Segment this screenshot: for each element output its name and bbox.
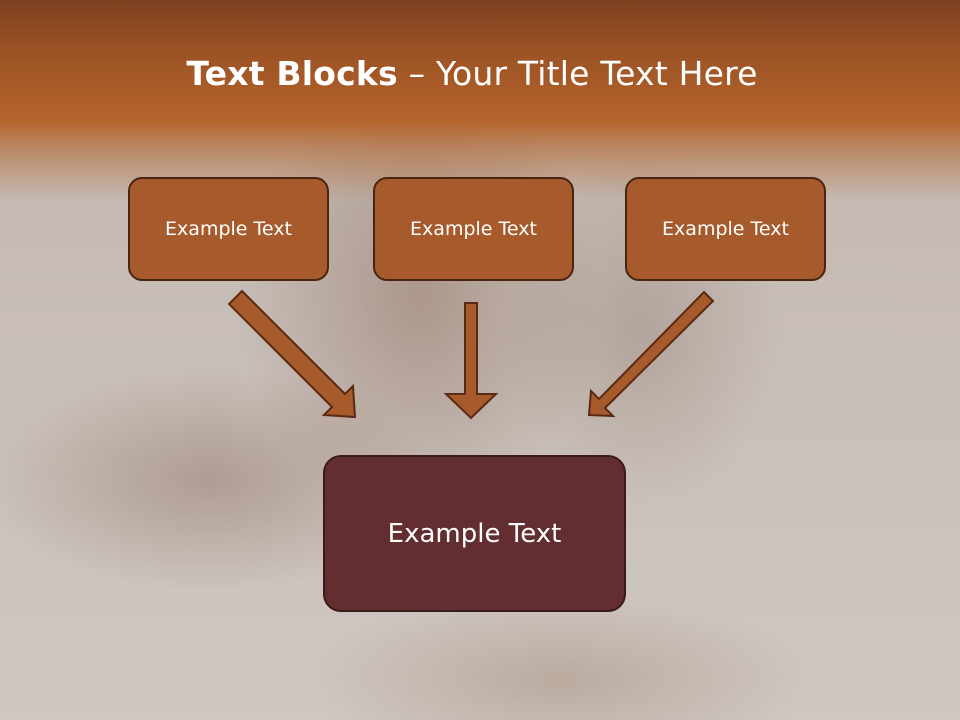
- title-rest: Your Title Text Here: [435, 54, 758, 93]
- title-band: [0, 0, 960, 200]
- text-block-2-label: Example Text: [410, 218, 537, 240]
- arrow-right-diagonal: [587, 290, 715, 418]
- text-block-1[interactable]: Example Text: [128, 177, 329, 281]
- text-block-3-label: Example Text: [662, 218, 789, 240]
- text-block-2[interactable]: Example Text: [373, 177, 574, 281]
- arrow-left-diagonal: [227, 289, 357, 419]
- text-block-1-label: Example Text: [165, 218, 292, 240]
- text-block-3[interactable]: Example Text: [625, 177, 826, 281]
- center-text-block-label: Example Text: [387, 518, 562, 549]
- arrow-down-center: [443, 302, 499, 420]
- title-bold-part: Text Blocks: [186, 54, 398, 93]
- title-separator: –: [397, 54, 436, 93]
- center-text-block[interactable]: Example Text: [323, 455, 626, 612]
- slide-title[interactable]: Text Blocks – Your Title Text Here: [0, 54, 944, 93]
